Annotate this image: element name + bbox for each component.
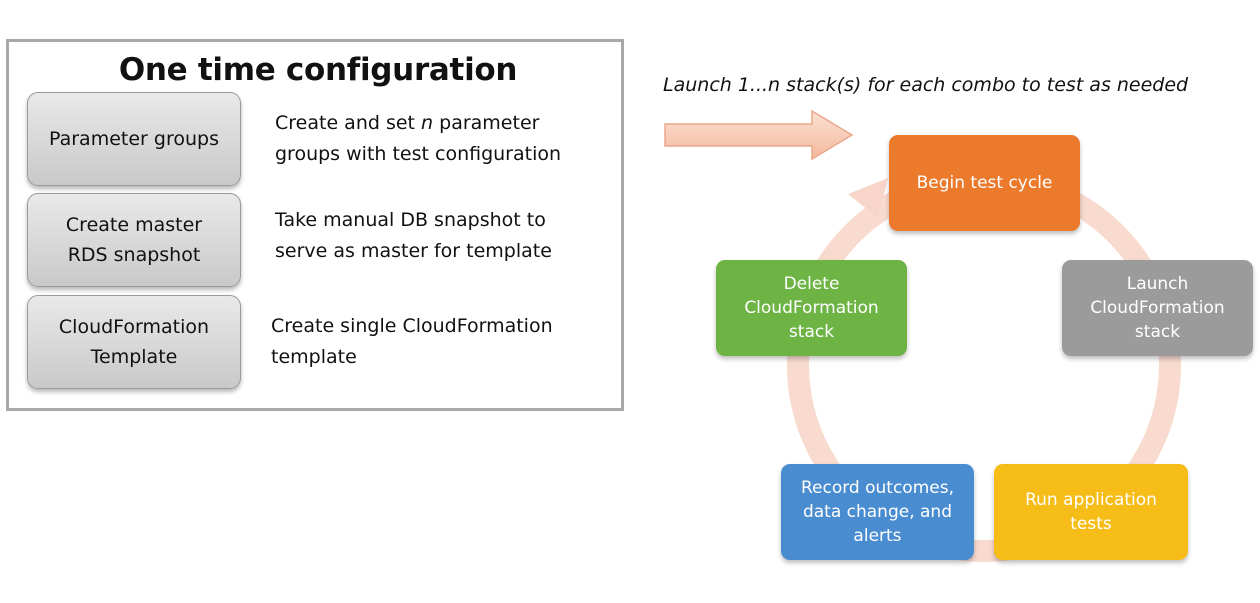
step-box-label: Create master	[65, 214, 203, 236]
cycle-node-label: CloudFormation	[744, 298, 879, 318]
cycle-ring-arrowhead	[848, 178, 888, 218]
cycle-node-label: Launch	[1126, 274, 1189, 294]
cycle-node-label: tests	[1070, 514, 1112, 534]
cycle-node-run-application-tests: Run application tests	[994, 464, 1188, 560]
step-desc-text: groups with test configuration	[275, 143, 562, 165]
step-desc-text: Take manual DB snapshot to	[275, 209, 546, 231]
cycle-node-record-outcomes: Record outcomes, data change, and alerts	[781, 464, 974, 560]
step-desc-text: Create and set	[275, 112, 422, 134]
cycle-node-label: data change, and	[802, 502, 953, 522]
launch-arrow-shape	[664, 110, 854, 160]
launch-arrow-icon	[664, 110, 854, 160]
step-box-label: RDS snapshot	[67, 244, 201, 266]
cycle-node-label: Run application	[1025, 490, 1157, 510]
step-desc-text: serve as master for template	[275, 240, 552, 262]
cycle-node-label: Record outcomes,	[800, 478, 954, 498]
launch-caption: Launch 1...n stack(s) for each combo to …	[663, 74, 1189, 96]
cycle-node-label: Delete	[783, 274, 840, 294]
cycle-node-launch-cloudformation-stack: Launch CloudFormation stack	[1062, 260, 1253, 356]
config-title: One time configuration	[118, 52, 518, 88]
step-box-label: CloudFormation	[58, 316, 210, 338]
cycle-node-label: stack	[788, 322, 835, 342]
cycle-node-label: alerts	[853, 526, 902, 546]
one-time-configuration-panel: One time configuration Parameter groups …	[6, 39, 624, 411]
step-box-parameter-groups: Parameter groups	[27, 92, 241, 186]
step-desc-text: Create single CloudFormation	[271, 315, 553, 337]
step-box-label: Parameter groups	[49, 128, 219, 150]
step-box-label: Template	[90, 346, 178, 368]
cycle-node-label: Begin test cycle	[916, 173, 1053, 193]
step-desc-create-master-snapshot: Take manual DB snapshot to serve as mast…	[275, 205, 552, 267]
cycle-node-begin-test-cycle: Begin test cycle	[889, 135, 1080, 231]
step-desc-parameter-groups: Create and set n parameter groups with t…	[275, 108, 561, 170]
cycle-node-label: stack	[1134, 322, 1181, 342]
step-desc-text: template	[271, 346, 357, 368]
step-desc-text: parameter	[433, 112, 540, 134]
cycle-node-label: CloudFormation	[1090, 298, 1225, 318]
cycle-node-delete-cloudformation-stack: Delete CloudFormation stack	[716, 260, 907, 356]
step-desc-cloudformation-template: Create single CloudFormation template	[271, 311, 553, 373]
step-desc-italic-n: n	[421, 112, 434, 134]
step-box-cloudformation-template: CloudFormation Template	[27, 295, 241, 389]
step-box-create-master-snapshot: Create master RDS snapshot	[27, 193, 241, 287]
